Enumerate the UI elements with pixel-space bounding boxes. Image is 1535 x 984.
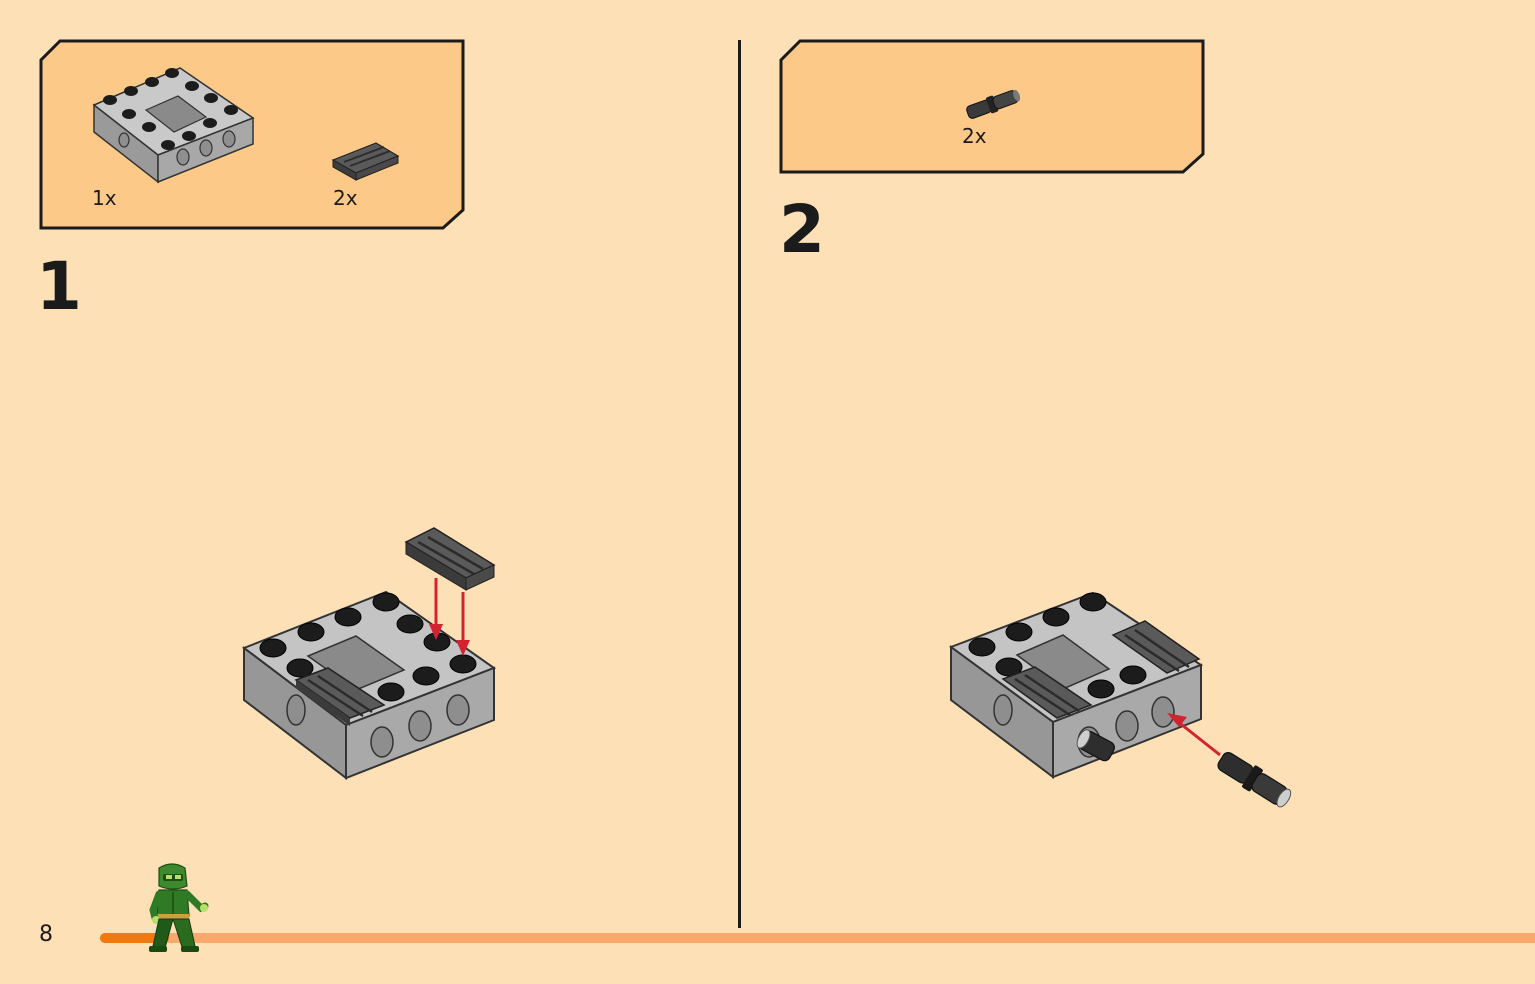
page-number: 8 bbox=[39, 922, 53, 947]
step-divider bbox=[738, 40, 741, 928]
ninja-figure-icon bbox=[149, 863, 209, 952]
step-2-part-1-qty: 2x bbox=[962, 124, 987, 148]
step-1-part-2-qty: 2x bbox=[333, 186, 358, 210]
grooved-tile-part-icon bbox=[331, 142, 400, 181]
progress-bar-fill bbox=[100, 933, 169, 943]
step-1-number: 1 bbox=[36, 248, 82, 325]
step-2-number: 2 bbox=[779, 191, 825, 268]
step-2-assembly-illustration bbox=[948, 591, 1292, 808]
progress-bar bbox=[100, 933, 1535, 943]
connector-pin-part-icon bbox=[966, 89, 1021, 119]
step-1-part-1-qty: 1x bbox=[92, 186, 117, 210]
step-1-assembly-illustration bbox=[241, 527, 497, 781]
frame-brick-part-icon bbox=[92, 67, 255, 184]
